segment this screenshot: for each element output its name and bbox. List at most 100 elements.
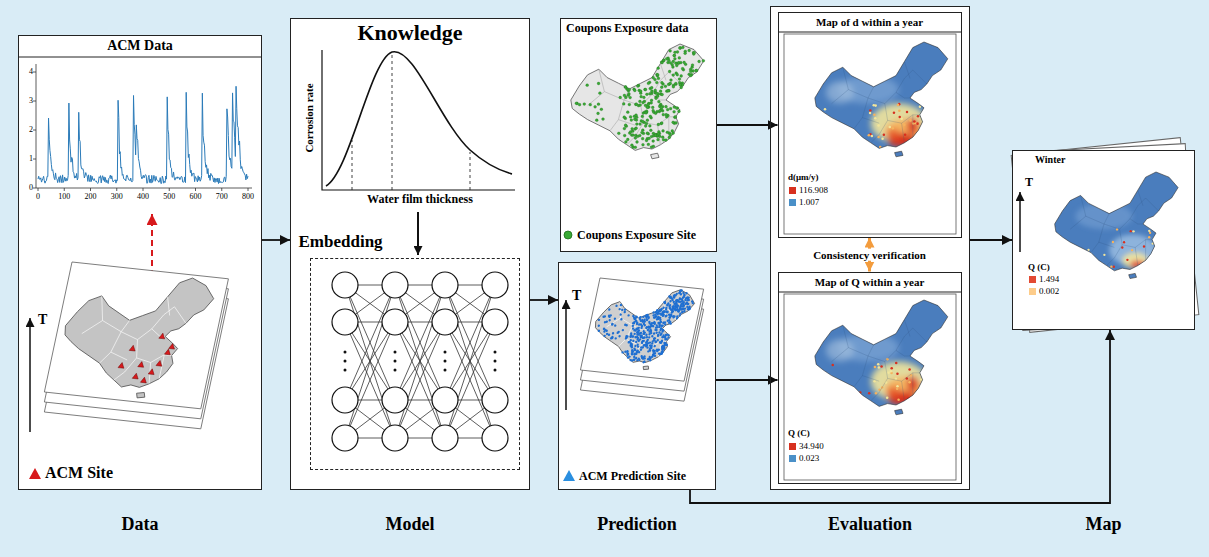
- prediction-site: [638, 323, 641, 326]
- header-rule: [18, 57, 262, 58]
- exposure-site: [634, 103, 637, 106]
- province-line: [888, 115, 920, 123]
- heat-spot: [892, 127, 895, 130]
- prediction-site: [654, 340, 657, 343]
- exposure-site: [650, 86, 653, 89]
- province-line: [604, 89, 629, 100]
- heat-clip: [1052, 169, 1182, 286]
- ellipsis-dot: [344, 351, 347, 354]
- province-lines: [73, 289, 191, 387]
- prediction-site: [597, 329, 600, 332]
- heat-spot: [878, 366, 881, 369]
- axis-tick-mark: [248, 188, 249, 191]
- box-title: Embedding: [299, 232, 383, 252]
- prediction-site: [597, 324, 600, 327]
- prediction-site: [668, 316, 671, 319]
- prediction-site: [613, 317, 616, 320]
- site-triangle: [29, 468, 41, 479]
- prediction-site: [602, 315, 605, 318]
- prediction-site: [627, 314, 630, 317]
- prediction-site: [674, 309, 677, 312]
- exposure-panel: Coupons Exposure dataCoupons Exposure Si…: [560, 18, 717, 252]
- prediction-site: [665, 307, 668, 310]
- province-line: [120, 326, 167, 343]
- province-lines: [588, 64, 683, 145]
- heat-spot: [887, 372, 890, 375]
- exposure-site: [673, 116, 676, 119]
- flow-arrow: [716, 379, 778, 381]
- map-card: WinterMap: [1012, 150, 1195, 330]
- neuron: [482, 387, 508, 413]
- ellipsis-dot: [494, 369, 497, 372]
- prediction-site: [683, 293, 686, 296]
- exposure-site: [659, 90, 662, 93]
- prediction-site: [640, 355, 643, 358]
- neuron: [332, 309, 358, 335]
- prediction-site: [664, 343, 667, 346]
- exposure-site: [623, 94, 626, 97]
- network-link: [345, 285, 395, 438]
- province-line: [668, 117, 669, 139]
- prediction-site: [655, 329, 658, 332]
- stage-label: Map: [1086, 514, 1122, 535]
- time-arrow: [29, 318, 31, 432]
- exposure-site: [672, 74, 675, 77]
- heat-clip: [812, 297, 952, 423]
- exposure-site: [658, 110, 661, 113]
- ellipsis-dot: [394, 360, 397, 363]
- province-line: [618, 324, 632, 347]
- province-line: [164, 297, 174, 316]
- exposure-site: [681, 46, 684, 49]
- exposure-site: [670, 79, 673, 82]
- province-line: [660, 64, 666, 81]
- exposure-site: [636, 141, 639, 144]
- prediction-site: [664, 336, 667, 339]
- exposure-site: [646, 106, 649, 109]
- exposure-site: [674, 82, 677, 85]
- legend-value: 116.908: [799, 185, 828, 195]
- heat-spot: [890, 367, 893, 370]
- prediction-site: [635, 315, 638, 318]
- heat-zone: [1075, 203, 1132, 229]
- province-line: [868, 350, 910, 361]
- neuron: [332, 272, 358, 298]
- season-label: Winter: [1035, 154, 1065, 166]
- prediction-site: [675, 293, 678, 296]
- edge-label: Consistency verification: [810, 248, 929, 261]
- panel-title: ACM Data: [107, 38, 173, 54]
- exposure-site: [623, 116, 626, 119]
- ellipsis-dot: [444, 351, 447, 354]
- exposure-site: [665, 105, 668, 108]
- prediction-site: [673, 315, 676, 318]
- time-axis-label: T: [1025, 176, 1033, 190]
- heat-spot: [1143, 245, 1145, 247]
- exposure-site: [629, 116, 632, 119]
- exposure-site: [646, 132, 649, 135]
- chart-axes: [36, 64, 252, 188]
- axis-tick: 500: [163, 192, 175, 201]
- province-line: [632, 322, 663, 333]
- exposure-site: [661, 93, 664, 96]
- exposure-site: [673, 110, 676, 113]
- heat-spot: [831, 364, 834, 367]
- province-line: [1070, 195, 1086, 229]
- prediction-site: [673, 294, 676, 297]
- network-link: [345, 322, 395, 438]
- prediction-site: [642, 344, 645, 347]
- map-border: [815, 300, 948, 415]
- map-land: [571, 44, 704, 159]
- province-line: [904, 62, 910, 79]
- prediction-site: [635, 316, 638, 319]
- legend-swatch: [789, 187, 796, 194]
- prediction-site: [661, 329, 664, 332]
- prediction-site: [611, 336, 614, 339]
- province-line: [82, 295, 108, 336]
- legend-value: 34.940: [799, 441, 824, 451]
- paper-sheet: [1011, 138, 1199, 333]
- site-marker: [138, 361, 145, 367]
- panel-fill: [778, 272, 962, 484]
- network-link: [345, 322, 395, 438]
- exposure-site: [660, 122, 663, 125]
- prediction-site: [647, 358, 650, 361]
- province-line: [904, 320, 910, 337]
